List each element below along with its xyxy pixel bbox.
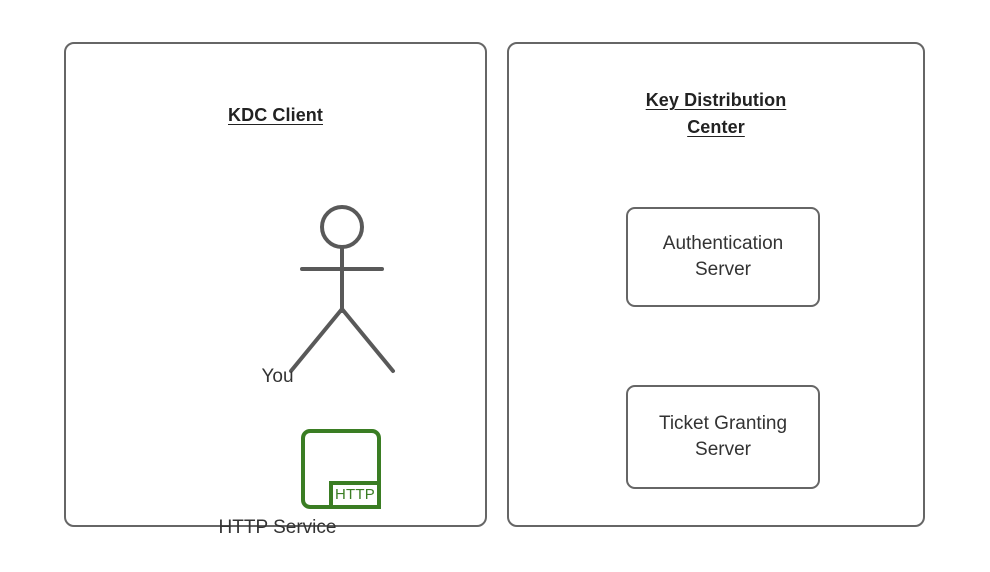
http-service-icon-badge: HTTP (329, 481, 381, 509)
panel-title-kdc-client: KDC Client (228, 105, 323, 125)
http-service-icon: HTTP (297, 425, 387, 515)
ticket-granting-server-label-line-2: Server (695, 439, 751, 460)
server-box-authentication-server: Authentication Server (626, 207, 820, 307)
panel-key-distribution-center: Key Distribution Center Authentication S… (507, 42, 925, 527)
actor-label-you: You (261, 366, 294, 387)
panel-kdc-client: KDC Client You HTTP HTTP Service (64, 42, 487, 538)
panel-title-line-1: Key Distribution (645, 90, 787, 110)
ticket-granting-server-label-line-1: Ticket Granting (658, 413, 788, 434)
panel-title-line-2: Center (687, 117, 745, 137)
authentication-server-label-line-2: Server (695, 259, 751, 280)
service-label-http-service: HTTP Service (218, 517, 337, 538)
authentication-server-label-line-1: Authentication (662, 233, 784, 254)
server-box-ticket-granting-server: Ticket Granting Server (626, 385, 820, 489)
panel-title-key-distribution-center: Key Distribution Center (509, 87, 923, 141)
stick-figure-person-icon (271, 199, 411, 399)
